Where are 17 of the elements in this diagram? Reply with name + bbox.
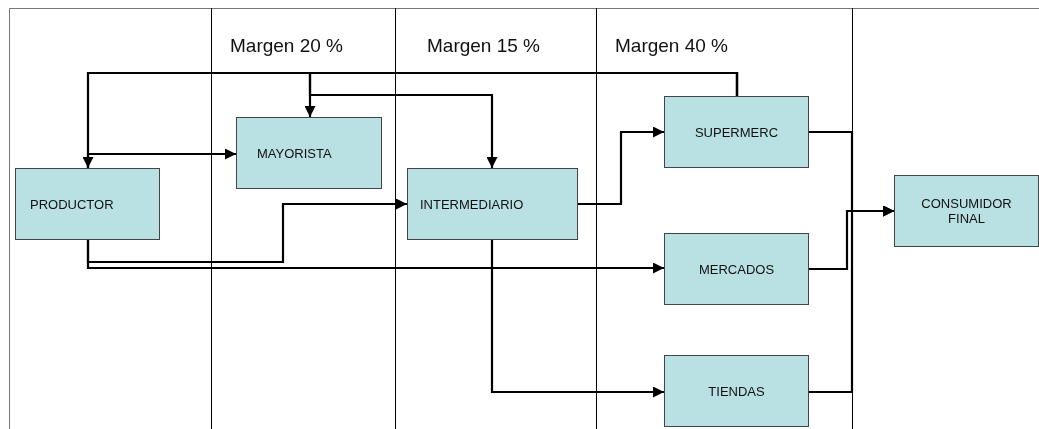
margin-label: Margen 20 % bbox=[230, 35, 343, 57]
margin-label: Margen 15 % bbox=[427, 35, 540, 57]
arrow bbox=[86, 240, 664, 274]
process-box: TIENDAS bbox=[664, 355, 809, 427]
arrow bbox=[490, 240, 664, 398]
process-box: PRODUCTOR bbox=[15, 168, 160, 240]
margin-label: Margen 40 % bbox=[615, 35, 728, 57]
arrow bbox=[809, 205, 894, 394]
process-box: MAYORISTA bbox=[236, 117, 382, 189]
arrow bbox=[578, 126, 664, 206]
arrow bbox=[308, 71, 739, 168]
process-box: CONSUMIDOR FINAL bbox=[894, 175, 1039, 247]
process-box: INTERMEDIARIO bbox=[407, 168, 578, 240]
process-box: MERCADOS bbox=[664, 233, 809, 305]
process-box: SUPERMERC bbox=[664, 96, 809, 168]
arrow bbox=[86, 148, 236, 168]
arrow bbox=[86, 198, 407, 264]
